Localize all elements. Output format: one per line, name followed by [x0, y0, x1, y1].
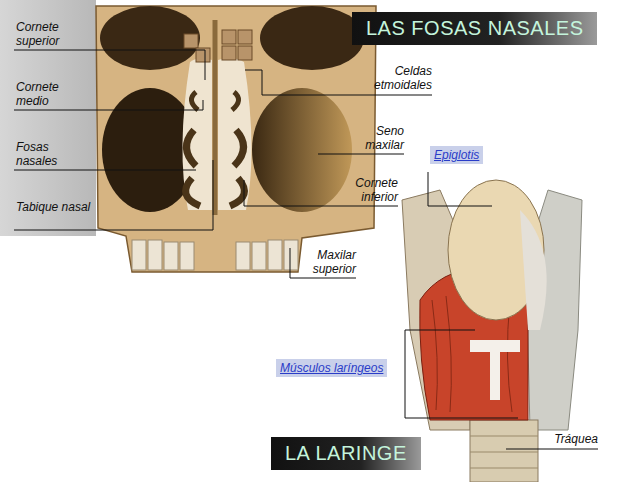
label-text: Tráquea — [554, 432, 598, 446]
node-text: Músculos laríngeos — [280, 361, 383, 375]
node-text: LA LARINGE — [285, 442, 407, 464]
part-label: Cornete medio — [16, 80, 92, 108]
title-band: LAS FOSAS NASALES — [352, 12, 597, 45]
label-text: Cornete medio — [16, 80, 59, 108]
part-label: Cornete inferior — [338, 176, 398, 204]
label-tab: Músculos laríngeos — [276, 359, 387, 377]
label-text: Cornete superior — [16, 20, 59, 48]
part-label: Tabique nasal — [16, 200, 92, 214]
title-band: LA LARINGE — [271, 437, 421, 470]
label-strip — [0, 0, 96, 236]
skull-section — [96, 6, 376, 272]
label-text: Fosas nasales — [16, 140, 57, 168]
label-text: Celdas etmoidales — [374, 64, 432, 92]
label-text: Maxilar superior — [313, 248, 356, 276]
label-text: Cornete inferior — [355, 176, 398, 204]
part-label: Tráquea — [530, 432, 598, 446]
label-text: Seno maxilar — [365, 124, 404, 152]
part-label: Maxilar superior — [294, 248, 356, 276]
part-label: Fosas nasales — [16, 140, 92, 168]
part-label: Cornete superior — [16, 20, 92, 48]
node-text: LAS FOSAS NASALES — [366, 17, 583, 39]
part-label: Celdas etmoidales — [368, 64, 432, 92]
part-label: Seno maxilar — [344, 124, 404, 152]
leader-lines — [14, 50, 598, 449]
node-text: Epiglotis — [434, 148, 479, 162]
label-tab: Epiglotis — [430, 146, 483, 164]
label-text: Tabique nasal — [16, 200, 90, 214]
